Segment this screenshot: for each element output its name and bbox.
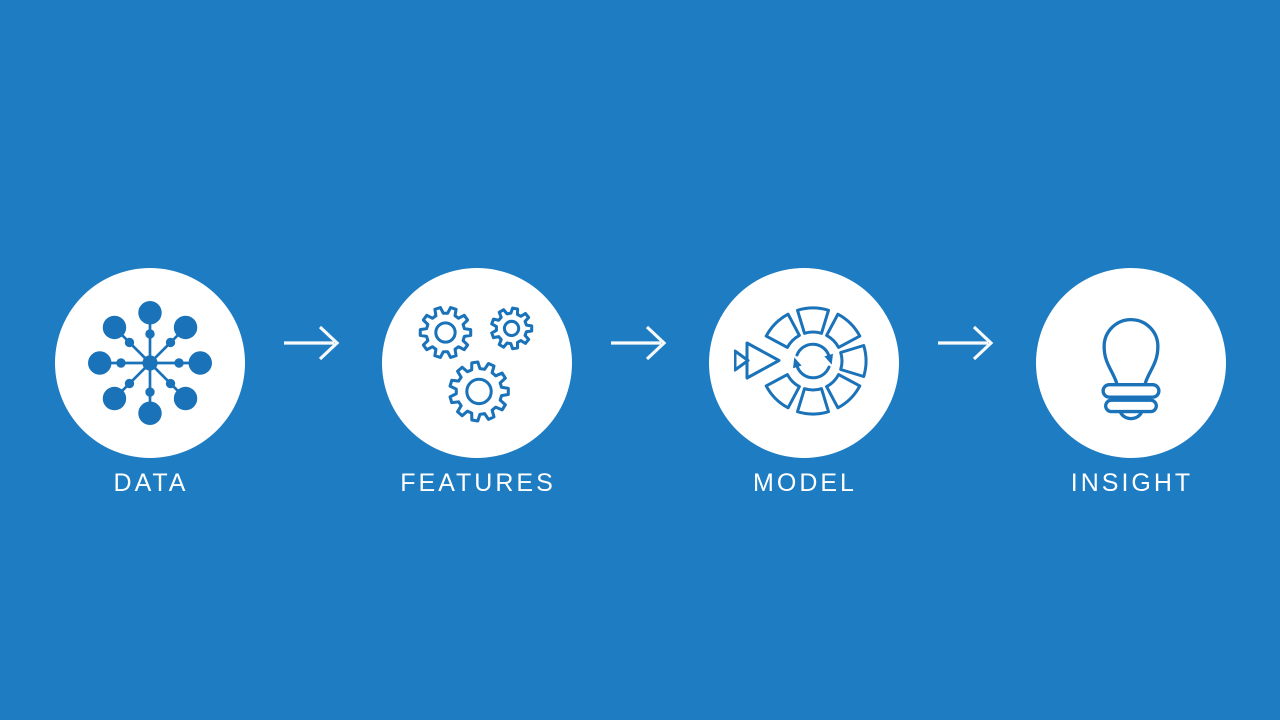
stage-model-label: MODEL [753,469,857,497]
arrow-right-icon [572,321,709,365]
gears-icon [418,306,533,423]
stage-model: MODEL [708,268,899,497]
stage-features-circle [381,268,572,458]
data-network-icon [86,299,213,427]
stage-features-label: FEATURES [400,469,556,497]
stage-insight-circle [1035,268,1226,458]
model-iteration-icon [733,306,868,416]
stage-data-circle [54,268,245,458]
pipeline-diagram: DATA FEATURES [0,268,1280,496]
stage-insight: INSIGHT [1035,268,1226,497]
stage-data-label: DATA [113,469,189,497]
stage-features: FEATURES [381,268,572,497]
stage-insight-label: INSIGHT [1070,469,1194,497]
stage-data: DATA [54,268,245,497]
arrow-right-icon [245,321,382,365]
arrow-right-icon [899,321,1036,365]
stage-model-circle [708,268,899,458]
lightbulb-icon [1100,317,1161,421]
